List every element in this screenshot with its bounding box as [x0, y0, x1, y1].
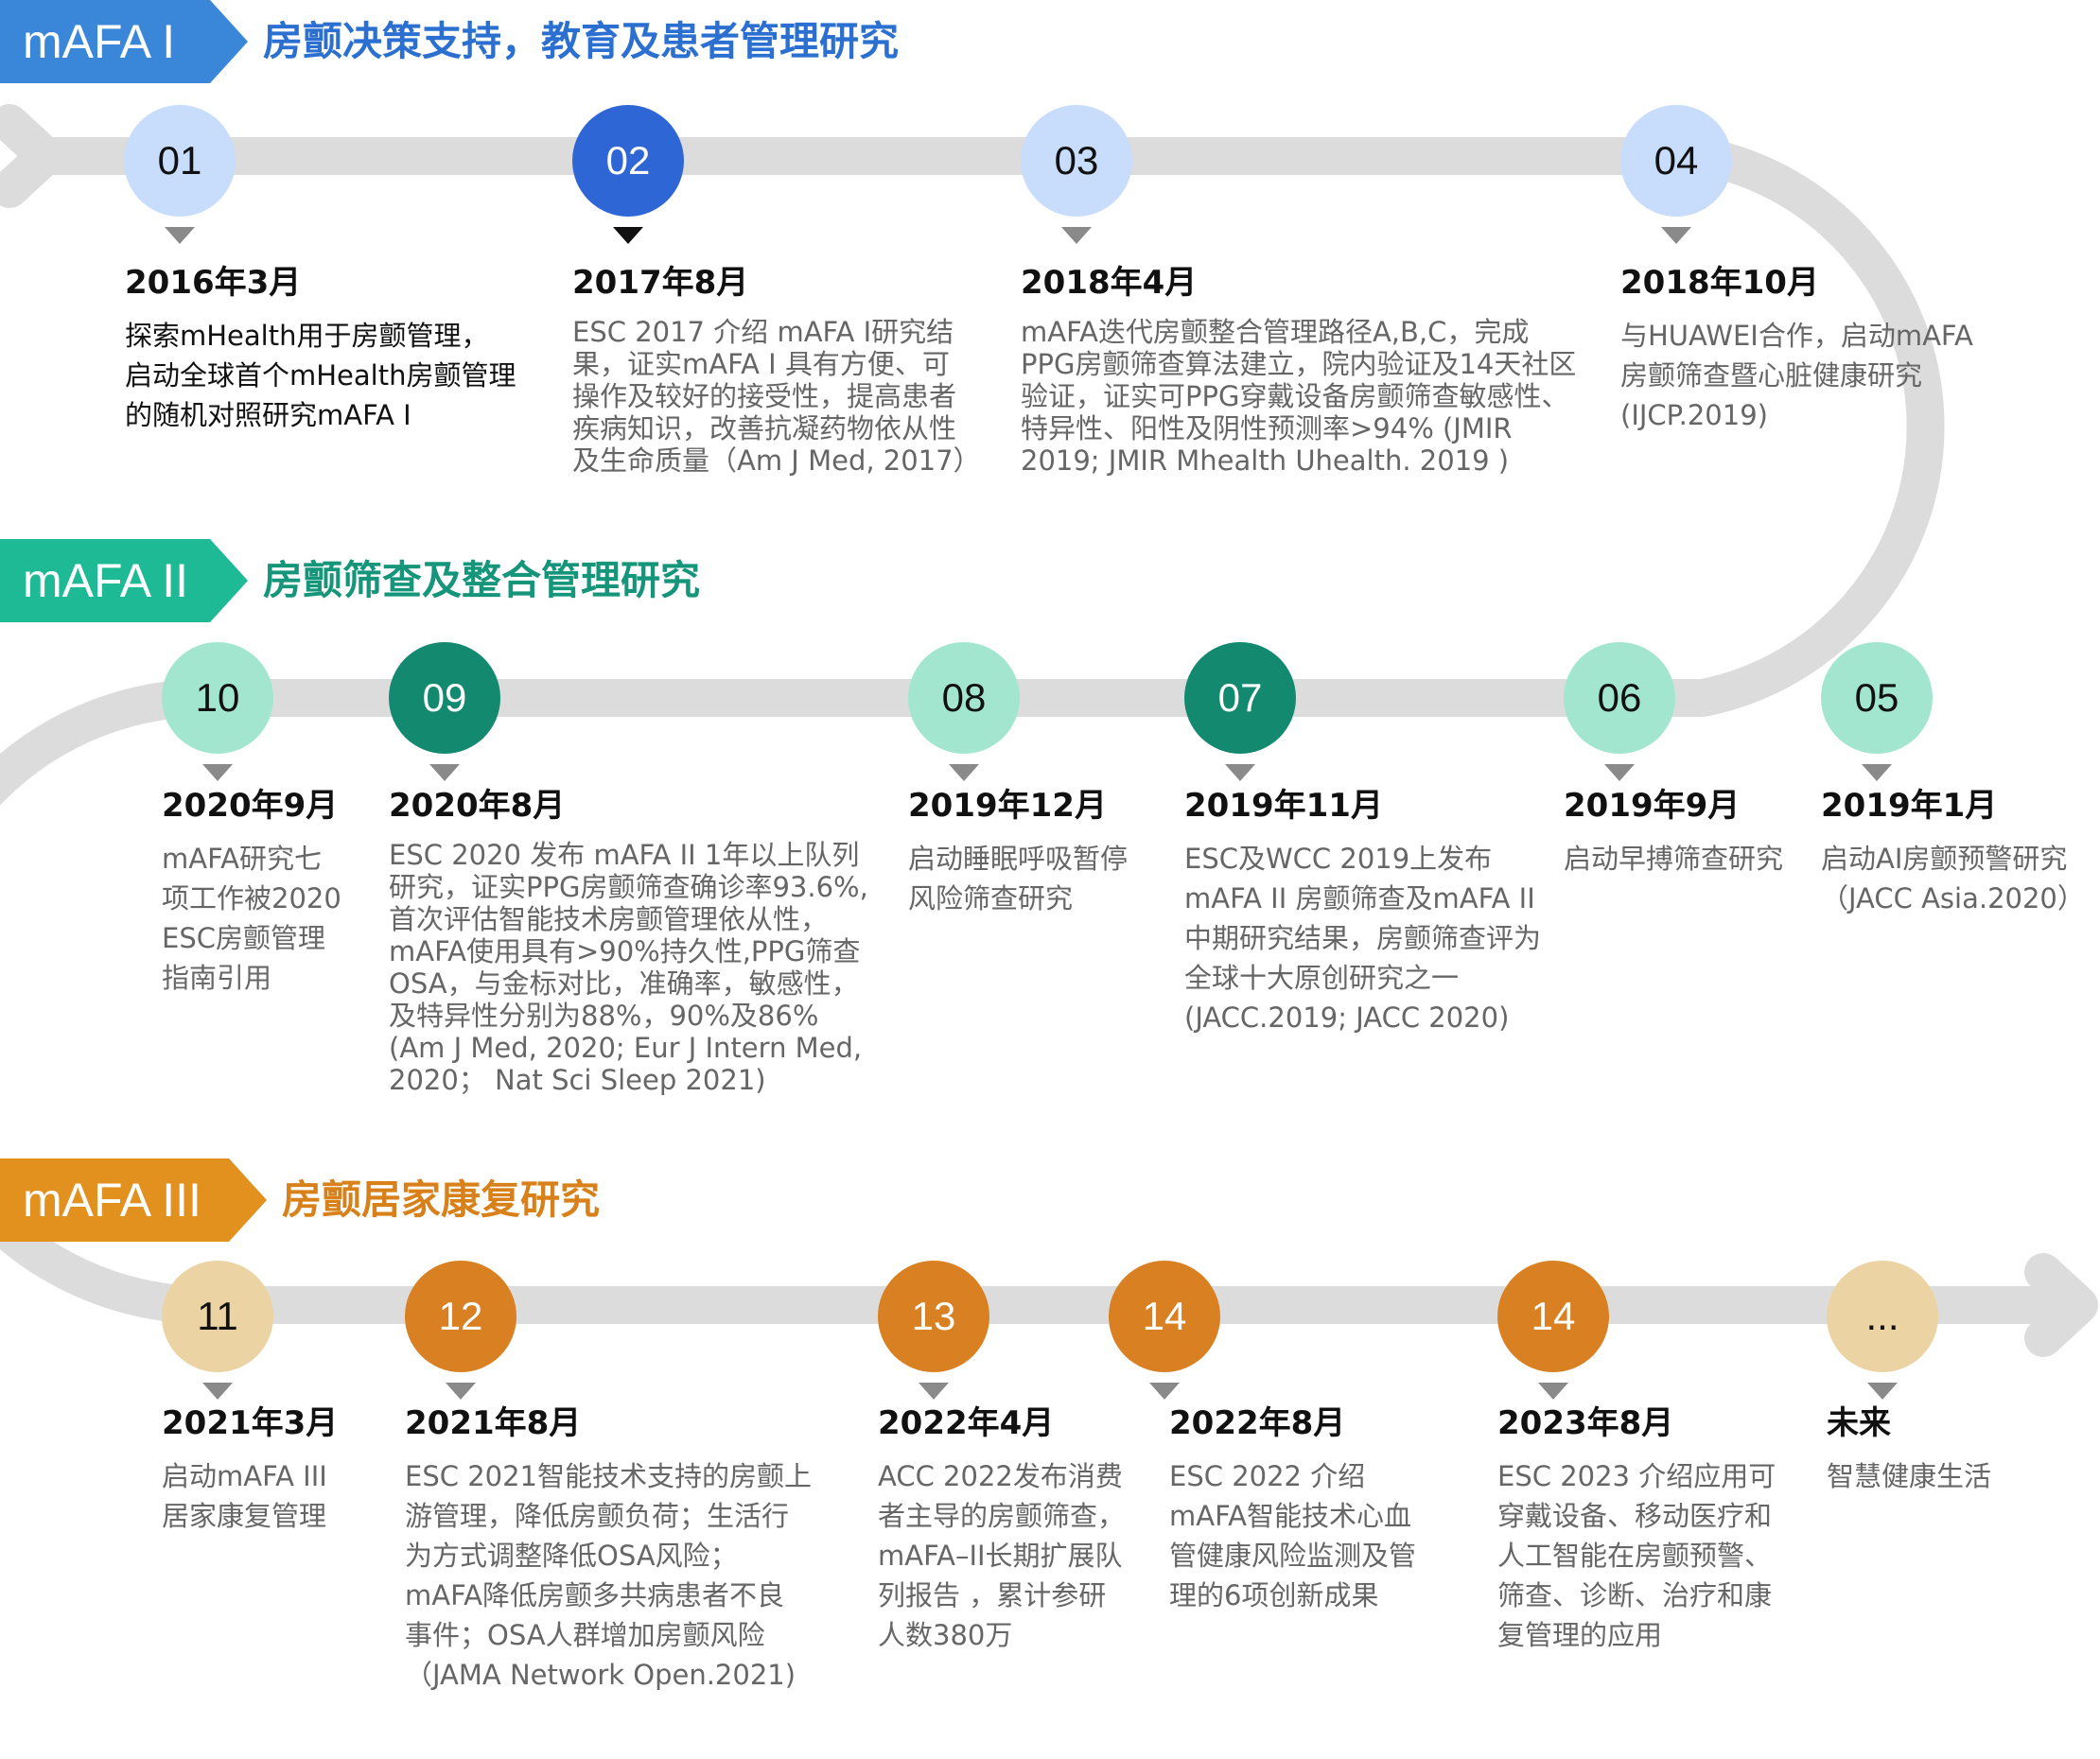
track-path [0, 137, 2053, 1324]
milestone-card-08: 2019年12月 启动睡眠呼吸暂停 风险筛查研究 [908, 786, 1128, 918]
milestone-node-05: 05 [1821, 642, 1933, 754]
milestone-node-future: ... [1827, 1261, 1938, 1372]
milestone-node-02: 02 [572, 105, 684, 217]
milestone-date: 2016年3月 [125, 264, 302, 302]
milestone-desc: 启动睡眠呼吸暂停 风险筛查研究 [908, 843, 1129, 914]
pointer-icon [613, 227, 643, 244]
pointer-icon [1661, 227, 1691, 244]
milestone-node-11: 11 [162, 1261, 273, 1372]
milestone-node-10: 10 [162, 642, 273, 754]
milestone-node-12: 12 [405, 1261, 516, 1372]
milestone-node-08: 08 [908, 642, 1020, 754]
milestone-desc: 探索mHealth用于房颤管理， 启动全球首个mHealth房颤管理 的随机对照… [125, 320, 516, 431]
end-arrow-icon [2024, 1253, 2098, 1357]
milestone-desc: 智慧健康生活 [1827, 1460, 1992, 1492]
milestone-node-03: 03 [1021, 105, 1132, 217]
milestone-card-future: 未来 智慧健康生活 [1827, 1403, 1991, 1496]
pointer-icon [1867, 1383, 1898, 1400]
milestone-desc: mAFA研究七 项工作被2020 ESC房颤管理 指南引用 [162, 843, 341, 994]
milestone-date: 未来 [1827, 1404, 1891, 1442]
milestone-node-07: 07 [1184, 642, 1296, 754]
phase-header-3: mAFA III 房颤居家康复研究 [0, 1158, 851, 1242]
pointer-icon [1862, 764, 1892, 781]
pointer-icon [949, 764, 979, 781]
phase-header-2: mAFA II 房颤筛查及整合管理研究 [0, 539, 851, 622]
milestone-card-07: 2019年11月 ESC及WCC 2019上发布 mAFA II 房颤筛查及mA… [1184, 786, 1541, 1037]
pointer-icon [446, 1383, 476, 1400]
milestone-date: 2020年8月 [389, 787, 566, 825]
milestone-date: 2023年8月 [1497, 1404, 1674, 1442]
milestone-card-10: 2020年9月 mAFA研究七 项工作被2020 ESC房颤管理 指南引用 [162, 786, 341, 998]
milestone-card-09: 2020年8月 ESC 2020 发布 mAFA II 1年以上队列 研究，证实… [389, 786, 868, 1096]
start-chevron-icon [0, 104, 64, 208]
pointer-icon [429, 764, 460, 781]
milestone-node-14b: 14 [1497, 1261, 1609, 1372]
phase-1-label: mAFA I [23, 15, 176, 68]
milestone-desc: 与HUAWEI合作，启动mAFA 房颤筛查暨心脏健康研究 (IJCP.2019) [1620, 320, 1973, 431]
milestone-node-09: 09 [389, 642, 500, 754]
milestone-node-13: 13 [878, 1261, 989, 1372]
phase-2-tag-shape [0, 539, 248, 622]
milestone-date: 2021年3月 [162, 1404, 339, 1442]
milestone-card-14b: 2023年8月 ESC 2023 介绍应用可 穿戴设备、移动医疗和 人工智能在房… [1497, 1403, 1776, 1655]
milestone-card-06: 2019年9月 启动早搏筛查研究 [1564, 786, 1783, 879]
pointer-icon [1604, 764, 1635, 781]
milestone-card-04: 2018年10月 与HUAWEI合作，启动mAFA 房颤筛查暨心脏健康研究 (I… [1620, 263, 1973, 435]
pointer-icon [202, 1383, 233, 1400]
phase-3-label: mAFA III [23, 1174, 201, 1227]
milestone-desc: 启动AI房颤预警研究 （JACC Asia.2020） [1821, 843, 2085, 914]
pointer-icon [1538, 1383, 1568, 1400]
milestone-card-05: 2019年1月 启动AI房颤预警研究 （JACC Asia.2020） [1821, 786, 2085, 918]
pointer-icon [202, 764, 233, 781]
milestone-card-11: 2021年3月 启动mAFA III 居家康复管理 [162, 1403, 338, 1536]
milestone-card-03: 2018年4月 mAFA迭代房颤整合管理路径A,B,C，完成 PPG房颤筛查算法… [1021, 263, 1576, 477]
milestone-date: 2020年9月 [162, 787, 339, 825]
milestone-date: 2019年9月 [1564, 787, 1741, 825]
milestone-date: 2021年8月 [405, 1404, 582, 1442]
milestone-card-14a: 2022年8月 ESC 2022 介绍 mAFA智能技术心血 管健康风险监测及管… [1169, 1403, 1416, 1615]
milestone-desc: mAFA迭代房颤整合管理路径A,B,C，完成 PPG房颤筛查算法建立，院内验证及… [1021, 316, 1577, 477]
milestone-date: 2018年10月 [1620, 264, 1819, 302]
milestone-desc: ACC 2022发布消费 者主导的房颤筛查， mAFA–II长期扩展队 列报告 … [878, 1460, 1126, 1651]
milestone-desc: 启动早搏筛查研究 [1564, 843, 1784, 875]
milestone-desc: ESC 2022 介绍 mAFA智能技术心血 管健康风险监测及管 理的6项创新成… [1169, 1460, 1417, 1611]
pointer-icon [1149, 1383, 1180, 1400]
milestone-card-01: 2016年3月 探索mHealth用于房颤管理， 启动全球首个mHealth房颤… [125, 263, 516, 435]
phase-1-tag-shape [0, 0, 248, 83]
phase-2-label: mAFA II [23, 554, 189, 607]
milestone-date: 2019年11月 [1184, 787, 1383, 825]
milestone-node-06: 06 [1564, 642, 1675, 754]
pointer-icon [165, 227, 195, 244]
milestone-date: 2018年4月 [1021, 264, 1198, 302]
milestone-date: 2017年8月 [572, 264, 749, 302]
pointer-icon [1225, 764, 1255, 781]
milestone-card-13: 2022年4月 ACC 2022发布消费 者主导的房颤筛查， mAFA–II长期… [878, 1403, 1125, 1655]
pointer-icon [919, 1383, 949, 1400]
milestone-node-01: 01 [124, 105, 236, 217]
milestone-card-02: 2017年8月 ESC 2017 介绍 mAFA I研究结 果，证实mAFA I… [572, 263, 981, 477]
pointer-icon [1061, 227, 1092, 244]
milestone-date: 2019年12月 [908, 787, 1107, 825]
phase-2-title: 房颤筛查及整合管理研究 [263, 557, 701, 603]
milestone-desc: 启动mAFA III 居家康复管理 [162, 1460, 327, 1532]
milestone-card-12: 2021年8月 ESC 2021智能技术支持的房颤上 游管理，降低房颤负荷；生活… [405, 1403, 812, 1695]
phase-1-title: 房颤决策支持，教育及患者管理研究 [263, 18, 900, 64]
milestone-desc: ESC 2017 介绍 mAFA I研究结 果，证实mAFA I 具有方便、可 … [572, 316, 981, 477]
milestone-date: 2022年8月 [1169, 1404, 1346, 1442]
milestone-date: 2019年1月 [1821, 787, 1998, 825]
phase-3-tag-shape [0, 1158, 267, 1242]
milestone-desc: ESC 2020 发布 mAFA II 1年以上队列 研究，证实PPG房颤筛查确… [389, 839, 868, 1096]
phase-3-title: 房颤居家康复研究 [282, 1176, 601, 1223]
phase-header-1: mAFA I 房颤决策支持，教育及患者管理研究 [0, 0, 1041, 83]
milestone-desc: ESC及WCC 2019上发布 mAFA II 房颤筛查及mAFA II 中期研… [1184, 843, 1542, 1034]
milestone-node-14a: 14 [1109, 1261, 1220, 1372]
milestone-node-04: 04 [1620, 105, 1732, 217]
milestone-date: 2022年4月 [878, 1404, 1055, 1442]
milestone-desc: ESC 2021智能技术支持的房颤上 游管理，降低房颤负荷；生活行 为方式调整降… [405, 1460, 813, 1691]
milestone-desc: ESC 2023 介绍应用可 穿戴设备、移动医疗和 人工智能在房颤预警、 筛查、… [1497, 1460, 1776, 1651]
